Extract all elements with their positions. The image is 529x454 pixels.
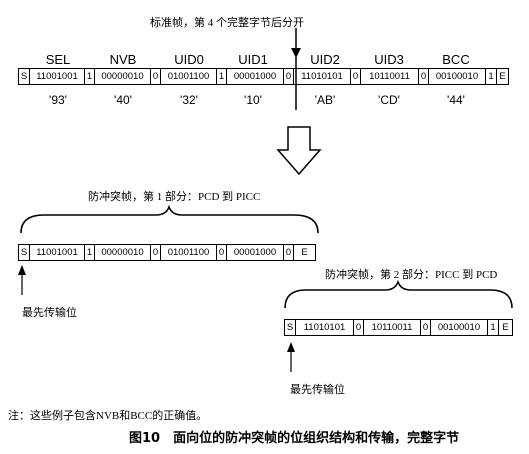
frame-end-bit: E	[499, 71, 506, 82]
frame-parity-bit: 0	[217, 245, 227, 260]
frame-parity-bit: 0	[151, 69, 161, 84]
frame-start-bit: S	[285, 320, 296, 335]
frame-parity-bit: 0	[284, 245, 294, 260]
frame-parity-bit: 0	[354, 320, 364, 335]
figure-caption: 图10 面向位的防冲突帧的位组织结构和传输，完整字节	[129, 431, 460, 446]
frame-byte: 11001001	[30, 69, 85, 84]
frame-start-bit: S	[19, 69, 30, 84]
frame-end-bit: E	[502, 322, 509, 333]
frame-byte: 00001000	[227, 69, 284, 84]
frame-parity-bit: 1	[486, 69, 497, 84]
frame-byte: 11010101	[296, 320, 354, 335]
part2-brace	[284, 279, 514, 310]
field-name-uid0: UID0	[174, 52, 204, 67]
field-name-sel: SEL	[45, 52, 71, 67]
frame-end-bit: E	[301, 247, 308, 258]
frame-parity-bit: 0	[419, 69, 429, 84]
frame-byte: 01001100	[161, 245, 217, 260]
frame-parity-bit: 1	[488, 320, 499, 335]
part1-frame: S 11001001 1 00000010 0 01001100 0 00001…	[18, 244, 316, 261]
hex-value-nvb: '40'	[114, 93, 132, 107]
frame-byte: 00000010	[95, 69, 151, 84]
field-name-nvb: NVB	[109, 52, 137, 67]
field-name-uid3: UID3	[374, 52, 404, 67]
frame-parity-bit: 0	[284, 69, 294, 84]
hex-value-uid1: '10'	[244, 93, 262, 107]
split-caption: 标准帧，第 4 个完整字节后分开	[150, 17, 304, 29]
frame-byte: 00001000	[227, 245, 284, 260]
frame-byte: 00100010	[431, 320, 488, 335]
part2-first-bit-label: 最先传输位	[290, 384, 345, 396]
frame-parity-bit: 1	[85, 69, 95, 84]
full-frame: S 11001001 1 00000010 0 01001100 1 00001…	[18, 68, 509, 85]
part1-first-bit-label: 最先传输位	[22, 307, 77, 319]
field-name-uid2: UID2	[310, 52, 340, 67]
part2-first-bit-arrow-icon	[285, 342, 297, 372]
frame-byte: 10110011	[364, 320, 421, 335]
hollow-down-arrow-icon	[276, 126, 322, 176]
part1-first-bit-arrow-icon	[16, 265, 28, 295]
hex-value-uid3: 'CD'	[378, 93, 400, 107]
field-name-uid1: UID1	[238, 52, 268, 67]
part2-frame: S 11010101 0 10110011 0 00100010 1 E	[284, 319, 513, 336]
part2-caption: 防冲突帧，第 2 部分：PICC 到 PCD	[325, 269, 498, 281]
frame-parity-bit: 0	[351, 69, 361, 84]
frame-byte: 11001001	[30, 245, 85, 260]
note-text: 注：这些例子包含NVB和BCC的正确值。	[8, 410, 208, 422]
frame-parity-bit: 1	[85, 245, 95, 260]
frame-byte: 10110011	[361, 69, 419, 84]
split-arrow-icon	[290, 28, 302, 110]
hex-value-uid0: '32'	[180, 93, 198, 107]
field-name-bcc: BCC	[442, 52, 470, 67]
frame-start-bit: S	[19, 245, 30, 260]
hex-value-uid2: 'AB'	[314, 93, 336, 107]
hex-value-bcc: '44'	[447, 93, 465, 107]
frame-parity-bit: 1	[217, 69, 227, 84]
part1-brace	[20, 204, 320, 235]
part1-caption: 防冲突帧，第 1 部分：PCD 到 PICC	[88, 191, 261, 203]
frame-byte: 01001100	[161, 69, 217, 84]
frame-parity-bit: 0	[151, 245, 161, 260]
frame-byte: 11010101	[294, 69, 351, 84]
frame-byte: 00000010	[95, 245, 151, 260]
hex-value-sel: '93'	[49, 93, 67, 107]
frame-parity-bit: 0	[421, 320, 431, 335]
frame-byte: 00100010	[429, 69, 486, 84]
